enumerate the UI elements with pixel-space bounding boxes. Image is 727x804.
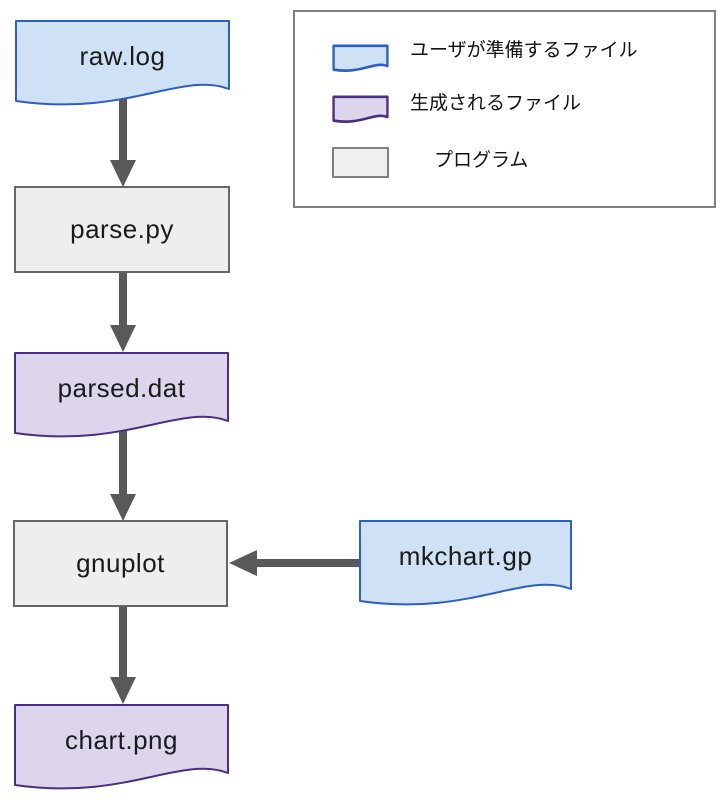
node-label: mkchart.gp [398, 540, 533, 571]
legend-label-program: プログラム [434, 150, 529, 171]
node-chart-png: chart.png [13, 703, 230, 795]
node-raw-log: raw.log [14, 19, 231, 111]
legend-label-generated-file: 生成されるファイル [410, 93, 582, 114]
edge-gnuplot-to-chartpng-arrow [110, 605, 136, 704]
legend-swatch-generated-file-icon [332, 95, 389, 123]
document-shape [358, 520, 573, 606]
legend: ユーザが準備するファイル 生成されるファイル プログラム [293, 10, 716, 208]
node-mkchart-gp: mkchart.gp [358, 519, 573, 611]
node-parse-py: parse.py [14, 186, 230, 273]
edge-rawlog-to-parsepy-arrow [110, 95, 136, 187]
node-parsed-dat: parsed.dat [13, 351, 230, 443]
document-shape [15, 20, 230, 106]
edge-mkchartgp-to-gnuplot-arrow [229, 550, 360, 576]
node-label: gnuplot [76, 548, 165, 578]
document-shape [14, 352, 229, 438]
node-label: raw.log [79, 40, 166, 71]
document-shape [14, 704, 229, 790]
legend-swatch-program-icon [332, 147, 389, 178]
node-label: chart.png [65, 724, 178, 755]
node-label: parse.py [70, 214, 174, 244]
legend-label-user-file: ユーザが準備するファイル [410, 40, 638, 61]
edge-parsepy-to-parseddat-arrow [110, 271, 136, 352]
edge-parseddat-to-gnuplot-arrow [110, 425, 136, 521]
node-label: parsed.dat [57, 372, 186, 403]
legend-swatch-user-file-icon [332, 44, 389, 72]
node-gnuplot: gnuplot [13, 520, 228, 607]
